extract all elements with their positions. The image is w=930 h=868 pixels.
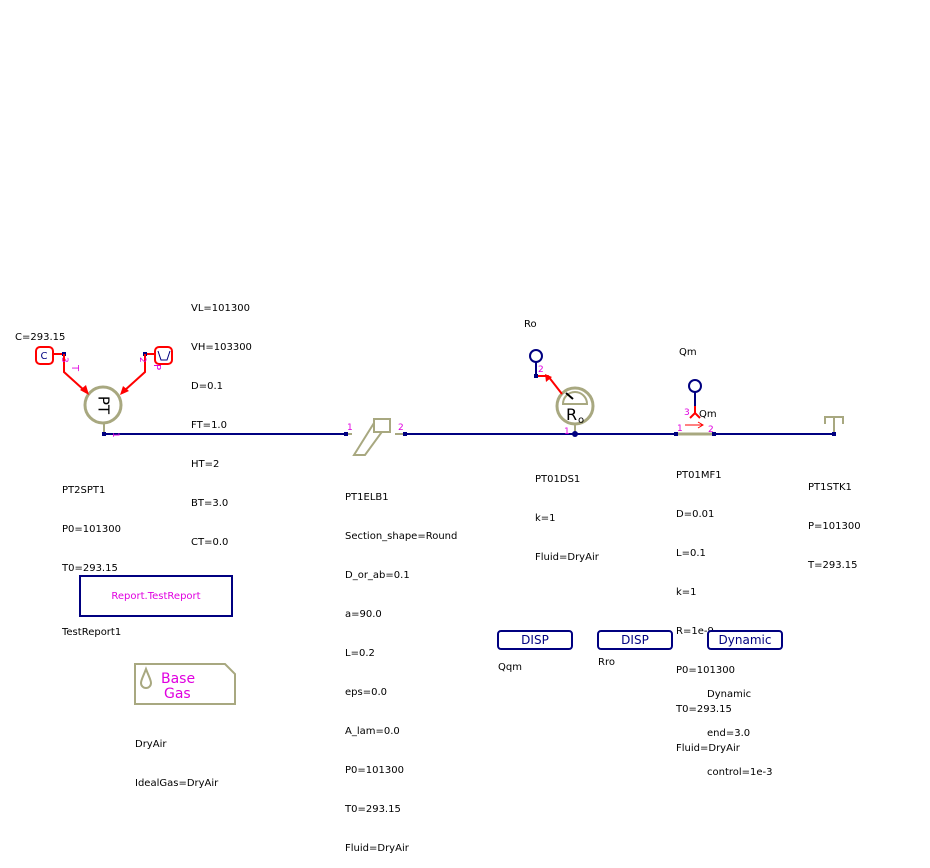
- constant-params: C=293.15: [15, 332, 66, 343]
- diagram-canvas: PT 1 C 3 T 2 P 1 2: [35, 346, 844, 705]
- svg-text:1: 1: [347, 423, 353, 433]
- svg-text:1: 1: [677, 424, 683, 434]
- svg-text:2: 2: [538, 365, 544, 375]
- massflow-port-2[interactable]: [712, 432, 716, 436]
- ramp-block[interactable]: 2 P: [120, 346, 173, 395]
- dynamic-label: Dynamic end=3.0 control=1e-3: [707, 689, 773, 778]
- density-signal-output-icon[interactable]: [529, 349, 543, 363]
- source-icon-text: PT: [95, 396, 113, 415]
- sink-label: PT1STK1 P=101300 T=293.15: [808, 482, 861, 571]
- constant-block[interactable]: C 3 T: [35, 346, 89, 395]
- svg-text:3: 3: [59, 357, 69, 363]
- droplet-icon: [139, 666, 153, 689]
- svg-text:3: 3: [684, 408, 690, 418]
- svg-text:Gas: Gas: [164, 686, 191, 702]
- source-port-1-label: 1: [110, 432, 120, 438]
- elbow-port-1[interactable]: [344, 432, 348, 436]
- density-icon-text: R: [566, 405, 577, 424]
- svg-text:T: T: [69, 364, 80, 372]
- svg-text:2: 2: [708, 425, 714, 435]
- density-sensor[interactable]: R o 1 2: [529, 349, 595, 437]
- elbow-label: PT1ELB1 Section_shape=Round D_or_ab=0.1 …: [345, 492, 458, 854]
- massflow-port-1[interactable]: [674, 432, 678, 436]
- density-label: PT01DS1 k=1 Fluid=DryAir: [535, 474, 599, 563]
- base-gas-label: DryAir IdealGas=DryAir: [135, 739, 219, 789]
- disp-ro-name: Rro: [598, 657, 615, 668]
- svg-text:1: 1: [564, 427, 570, 437]
- svg-text:Base: Base: [161, 671, 195, 687]
- pressure-temperature-source[interactable]: PT 1: [83, 385, 123, 438]
- disp-qm-name: Qqm: [498, 662, 522, 673]
- svg-text:2: 2: [398, 423, 404, 433]
- svg-text:Qm: Qm: [699, 409, 717, 420]
- ramp-icon: [157, 350, 171, 361]
- sink-component[interactable]: [824, 416, 844, 436]
- source-port-1[interactable]: [102, 432, 106, 436]
- base-gas-block[interactable]: Base Gas: [134, 663, 236, 705]
- svg-text:2: 2: [137, 357, 147, 363]
- ramp-params: VL=101300 VH=103300 D=0.1 FT=1.0 HT=2 BT…: [191, 303, 252, 548]
- svg-text:P: P: [151, 364, 162, 370]
- massflow-label: PT01MF1 D=0.01 L=0.1 k=1 R=1e-9 P0=10130…: [676, 470, 740, 754]
- dynamic-block[interactable]: Dynamic: [707, 630, 783, 650]
- disp-qm-block[interactable]: DISP: [497, 630, 573, 650]
- sink-port-1[interactable]: [832, 432, 836, 436]
- elbow-component[interactable]: 1 2: [344, 418, 407, 456]
- test-report-name: TestReport1: [62, 627, 122, 638]
- disp-ro-block[interactable]: DISP: [597, 630, 673, 650]
- mass-flow-meter[interactable]: 1 2 3 Qm: [674, 379, 717, 436]
- constant-icon: C: [41, 351, 48, 362]
- test-report-block[interactable]: Report.TestReport: [79, 575, 233, 617]
- svg-text:o: o: [578, 415, 584, 426]
- density-port-1[interactable]: [572, 431, 578, 437]
- density-signal-name: Ro: [524, 319, 537, 330]
- source-label: PT2SPT1 P0=101300 T0=293.15: [62, 485, 121, 574]
- massflow-signal-name: Qm: [679, 347, 697, 358]
- elbow-port-2[interactable]: [403, 432, 407, 436]
- massflow-signal-output-icon[interactable]: [688, 379, 702, 393]
